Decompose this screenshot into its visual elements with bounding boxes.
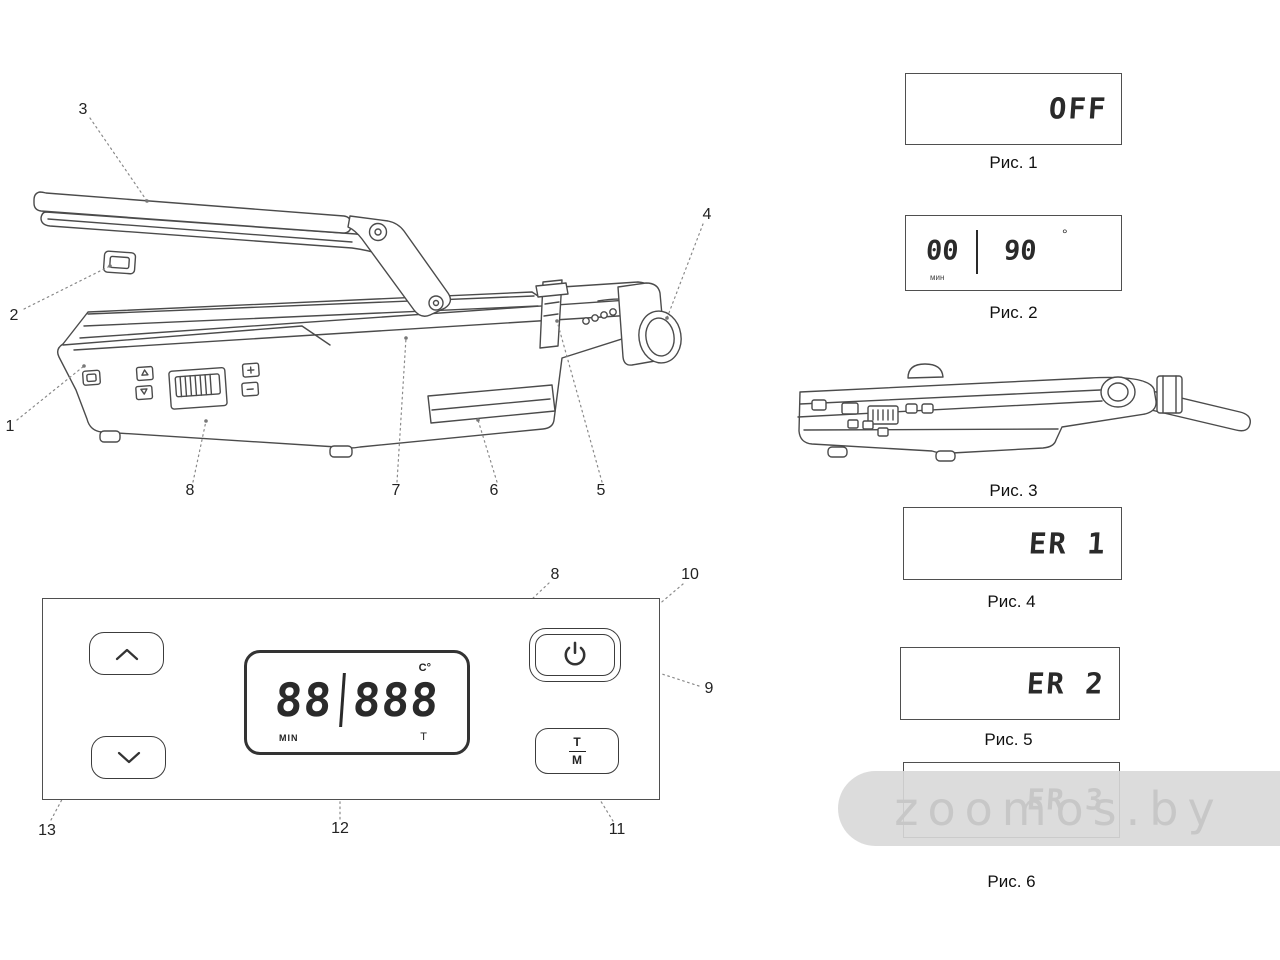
callout-8: 8: [185, 482, 195, 499]
timer-mode-button: T M: [535, 728, 619, 774]
fig2-display-screen: 00 мин 90 °: [905, 215, 1122, 291]
callout-5: 5: [596, 482, 606, 499]
watermark-banner: zoomos.by: [838, 771, 1280, 846]
fig3-caption: Рис. 3: [989, 481, 1038, 500]
lcd-min-label: MIN: [279, 733, 299, 743]
lcd-minutes-digits: 88: [272, 672, 335, 727]
panel-callout-9: 9: [704, 680, 714, 697]
fig1-caption: Рис. 1: [989, 153, 1038, 172]
grill-open-drawing: [33, 191, 682, 458]
watermark-text: zoomos.by: [894, 781, 1224, 836]
lcd-temperature-digits: 888: [351, 672, 442, 727]
power-button: [529, 628, 621, 682]
fig1-screen-text: OFF: [1047, 91, 1109, 126]
fig6-caption: Рис. 6: [987, 872, 1036, 891]
fig2-screen-separator: [976, 230, 978, 274]
panel-callout-11: 11: [608, 821, 626, 838]
lcd-digits: 88 888: [247, 672, 467, 727]
fig4-screen-text: ER 1: [1027, 525, 1109, 560]
tm-button-m-label: M: [572, 752, 582, 767]
tm-button-t-label: T: [573, 734, 581, 749]
panel-callout-13: 13: [38, 822, 56, 839]
lcd-separator: [339, 672, 347, 727]
grill-closed-drawing: [797, 363, 1251, 462]
temp-down-button: [91, 736, 166, 779]
lcd-celsius-label: C°: [418, 662, 431, 674]
chevron-up-icon: [115, 648, 138, 660]
callout-3: 3: [78, 101, 88, 118]
lcd-t-label: T: [420, 731, 427, 743]
callout-1: 1: [5, 418, 15, 435]
fig2-degree-mark: °: [1062, 226, 1068, 242]
temp-up-button: [89, 632, 164, 675]
power-icon: [564, 641, 586, 666]
console-controls: [81, 362, 260, 410]
callout-7: 7: [391, 482, 401, 499]
callout-2: 2: [9, 307, 19, 324]
lid-latch: [102, 250, 137, 275]
tm-button-divider: [568, 750, 586, 752]
fig1-display-screen: OFF: [905, 73, 1122, 145]
callout-6: 6: [489, 482, 499, 499]
callout-4: 4: [702, 206, 712, 223]
control-panel-diagram: C° 88 888 MIN T T M: [42, 598, 660, 800]
fig4-display-screen: ER 1: [903, 507, 1122, 580]
lcd-display: C° 88 888 MIN T: [244, 650, 470, 755]
panel-callout-12: 12: [331, 820, 349, 837]
fig2-temperature-value: 90: [1002, 235, 1038, 267]
fig5-screen-text: ER 2: [1025, 665, 1107, 700]
panel-callout-10: 10: [681, 566, 699, 583]
fig5-caption: Рис. 5: [984, 730, 1033, 749]
power-button-inner: [535, 634, 615, 676]
fig2-minutes-unit: мин: [930, 273, 945, 282]
panel-callout-8: 8: [550, 566, 560, 583]
fig5-display-screen: ER 2: [900, 647, 1120, 720]
chevron-down-icon: [117, 751, 140, 763]
fig4-caption: Рис. 4: [987, 592, 1036, 611]
fig2-caption: Рис. 2: [989, 303, 1038, 322]
fig2-minutes-value: 00: [924, 235, 960, 267]
